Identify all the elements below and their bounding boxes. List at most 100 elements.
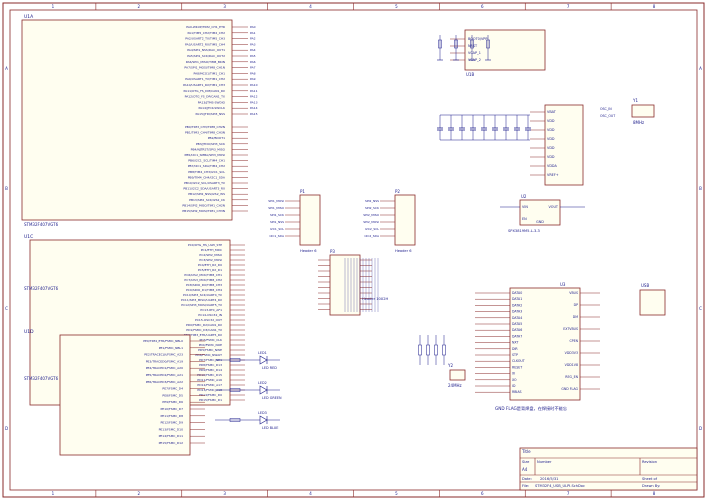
mcu-u1a-pin-label: PA14/JTCK-SWCLK [199, 106, 227, 110]
led-diode-icon [259, 415, 268, 425]
header-p2-pin-label: I2C2_SDA [364, 234, 379, 238]
usb-u3-pin-label: VDD1V8 [565, 363, 578, 367]
resistor-body [426, 344, 430, 356]
mcu-vdd-pin-label: VREF+ [547, 173, 559, 177]
usb-u3-pin-label: DIR [512, 347, 518, 351]
mcu-osc-pin-label: OSC_IN [600, 107, 612, 111]
resistor-body [229, 358, 241, 362]
mcu-u1c-pin-label: PC3/SPI2_MOSI [199, 258, 222, 262]
usb-u3-pin-label: XI [512, 372, 515, 376]
mcu-u1a-body [21, 19, 233, 221]
zone-column-label: 4 [309, 491, 312, 496]
header-p1-pin-label: SPI1_MISO [268, 206, 284, 210]
mcu-u1d-pin-label: PE11/FSMC_D8 [160, 414, 183, 418]
led-name: LED BLUE [262, 426, 278, 430]
usb-u3-pin-label: DATA7 [512, 334, 522, 338]
mcu-u1a-pin-label: PA8/MCO1/TIM1_CH1 [193, 71, 225, 75]
mcu-u1c-pin-label: PC6/I2S2_MCK/TIM8_CH1 [184, 273, 222, 277]
mcu-u1c-pin-label: PC5/ETH_RX_D1 [198, 268, 222, 272]
header-p2-pin-label: SPI2_MOSI [363, 220, 379, 224]
header-p2-pin-label: I2C2_SCL [365, 227, 379, 231]
mcu-u1d-pin-label: PE7/FSMC_D4 [162, 387, 183, 391]
mcu-u1c-part: STM32F407VGT6 [24, 286, 59, 291]
zone-column-label: 7 [567, 491, 570, 496]
header-p1-pin-label: I2C1_SDA [269, 234, 284, 238]
resistor-body [229, 388, 241, 392]
ldo-u2-pin-label: VOUT [549, 205, 559, 209]
zone-row-label: A [699, 66, 702, 71]
mcu-u1c-pin-label: PC8/SDIO_D0/TIM8_CH3 [186, 283, 222, 287]
mcu-u1d-block: U1D STM32F407VGT6 PE0/TIM4_ETR/FSMC_NBL0… [24, 329, 205, 456]
mcu-u1c-pin-label: PD11/FSMC_A16 [197, 378, 222, 382]
zone-row-label: B [5, 186, 8, 191]
mcu-u1a-pin-label: PA11/OTG_FS_DM/CAN1_RX [184, 89, 225, 93]
mcu-u1a-pin-label: PA7/SPI1_MOSI/TIM8_CH1N [184, 66, 225, 70]
mcu-u1a-pin-label: PB6/I2C1_SCL/TIM4_CH1 [188, 159, 225, 163]
mcu-u1d-pin-label: PE0/TIM4_ETR/FSMC_NBL0 [143, 339, 183, 343]
mcu-u1a-pin-label: PA6/SPI1_MISO/TIM8_BKIN [186, 60, 225, 64]
mcu-vdd-pin-label: VDD [547, 128, 555, 132]
net-label: PA10 [250, 83, 258, 87]
zone-column-label: 5 [395, 4, 398, 9]
resistor-body [418, 344, 422, 356]
mcu-u1a-pin-label: PA9/USART1_TX/TIM1_CH2 [185, 77, 225, 81]
mcu-u1c-pin-label: PD8/FSMC_D13 [199, 363, 222, 367]
mcu-u1a-pin-label: PB9/TIM4_CH4/I2C1_SDA [188, 175, 226, 179]
drawn-by-label: Drawn By: [642, 484, 660, 488]
resistor-body [229, 418, 241, 422]
size-value: A4 [522, 467, 528, 472]
mcu-u1d-body [59, 334, 191, 456]
mcu-u1a-pin-label: PB5/I2C1_SMBA/SPI3_MOSI [185, 153, 226, 157]
mcu-u1c-pin-label: PC12/SPI3_MOSI/UART5_TX [181, 303, 222, 307]
mcu-u1a-pin-label: PB12/SPI2_NSS/I2S2_WS [188, 192, 225, 196]
ldo-u2-pin-label: EN [522, 217, 527, 221]
mcu-u1d-pin-label: PE4/TRACED1/FSMC_A20 [146, 366, 183, 370]
usb-u3-designator: U3 [560, 282, 566, 287]
mcu-u1c-pin-label: PD13/FSMC_A18 [197, 388, 222, 392]
usb-u3-pin-label: DATA4 [512, 316, 522, 320]
mcu-u1c-designator: U1C [24, 234, 33, 240]
mcu-u1c-pin-label: PD10/FSMC_D15 [197, 373, 222, 377]
header-p2-pins: SPI2_NSSSPI2_SCKSPI2_MISOSPI2_MOSII2C2_S… [363, 199, 395, 238]
mcu-power-pin-label: NRST [468, 44, 478, 48]
misc-passives [344, 258, 446, 365]
mcu-u1a-pin-label: PA12/OTG_FS_DP/CAN1_TX [185, 95, 225, 99]
usb-u3-pin-label: CLKOUT [512, 359, 525, 363]
title-block: Title Size A4 Number Revision Date: 2016… [519, 447, 698, 491]
usb-u3-pin-label: RBIAS [512, 390, 522, 394]
led-diode-icon [259, 355, 268, 365]
mcu-u1a-pin-label: PA4/SPI1_NSS/DAC_OUT1 [187, 48, 225, 52]
net-label: PA0 [250, 25, 256, 29]
mcu-u1c-pin-label: PC1/ETH_MDC [201, 248, 222, 252]
mcu-u1a-designator: U1A [24, 14, 34, 20]
crystal-y2-designator: Y2 [447, 363, 453, 368]
mcu-u1c-pin-label: PC13-RTC_AF1 [200, 308, 222, 312]
net-label: PA12 [250, 95, 258, 99]
mcu-u1a-pin-label: PB3/JTDO/SPI3_SCK [196, 142, 226, 146]
mcu-u1a-pin-label: PB8/TIM4_CH3/I2C1_SCL [188, 170, 225, 174]
header-p1-part: Header 6 [300, 249, 317, 253]
crystal-y1-designator: Y1 [632, 98, 638, 103]
mcu-u1d-pin-label: PE9/FSMC_D6 [162, 400, 183, 404]
header-p1-pins: SPI1_MOSISPI1_MISOSPI1_SCKSPI1_NSSI2C1_S… [268, 199, 300, 238]
net-label: PA4 [250, 48, 256, 52]
mcu-u1c-pin-label: PC7/I2S3_MCK/TIM8_CH2 [184, 278, 222, 282]
mcu-u1a-pin-label: PA10/USART1_RX/TIM1_CH3 [183, 83, 225, 87]
date-value: 2016/5/31 [540, 477, 558, 481]
mcu-u1c-pin-label: PD5/FSMC_NWE [198, 348, 222, 352]
usb-u3-pin-label: REG_EN [565, 375, 578, 379]
header-p2-pin-label: SPI2_SCK [365, 206, 380, 210]
mcu-u1a-pin-label: PB7/I2C1_SDA/TIM4_CH2 [188, 164, 225, 168]
usb-u3-block: U3 DATA0DATA1DATA2DATA3DATA4DATA5DATA6DA… [447, 282, 666, 412]
mcu-u1a-pin-label: PB11/I2C2_SDA/USART3_RX [183, 187, 225, 191]
mcu-power-designator: U1B [466, 72, 474, 77]
net-label: PA1 [250, 31, 256, 35]
mcu-u1c-pin-label: PC2/SPI2_MISO [199, 253, 222, 257]
resistor-body [438, 39, 442, 49]
crystal-y2-value: 24MHz [448, 383, 462, 388]
header-p1-designator: P1 [300, 189, 305, 194]
header-p1-pin-label: SPI1_SCK [270, 213, 285, 217]
